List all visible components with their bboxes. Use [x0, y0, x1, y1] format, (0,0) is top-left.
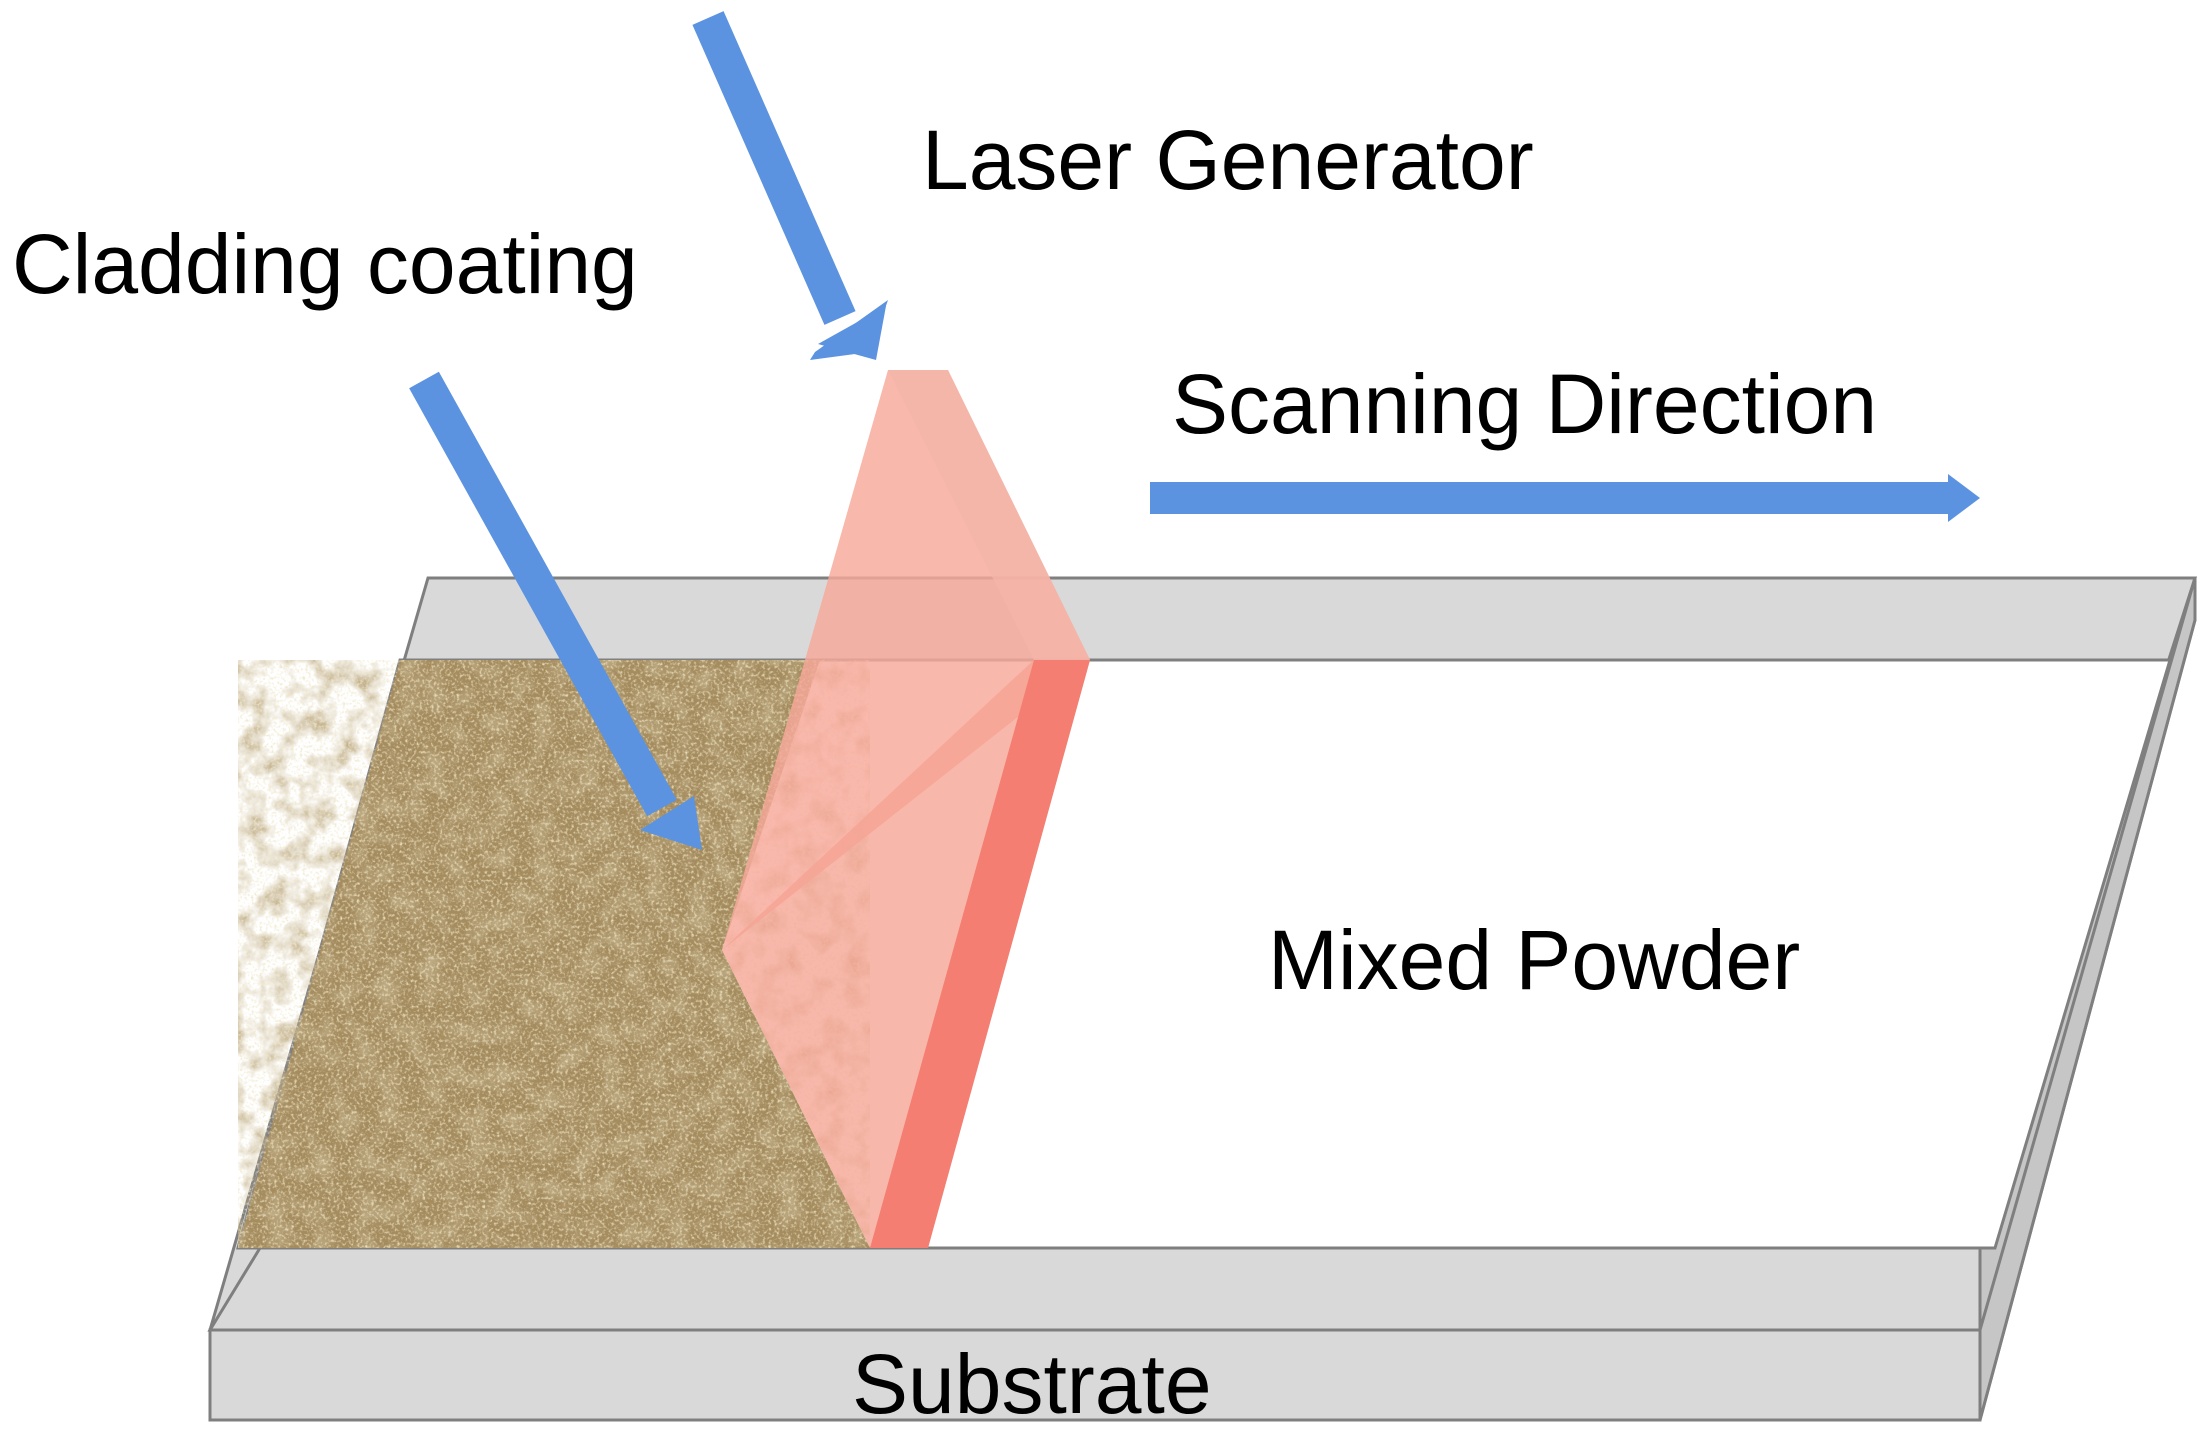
- label-laser-generator: Laser Generator: [922, 113, 1534, 207]
- laser-beam: [722, 370, 1090, 1248]
- laser-melt-strip: [870, 660, 1090, 1248]
- label-scanning-direction: Scanning Direction: [1172, 357, 1878, 451]
- laser-sheet-side: [888, 370, 1090, 660]
- cladding-coating-region: [238, 660, 870, 1248]
- laser-arrow: [692, 11, 888, 360]
- label-substrate: Substrate: [852, 1337, 1212, 1431]
- label-cladding-coating: Cladding coating: [12, 217, 638, 311]
- scanning-direction-arrow: [1150, 474, 1980, 522]
- label-mixed-powder: Mixed Powder: [1268, 913, 1801, 1007]
- cladding-arrow: [409, 371, 702, 850]
